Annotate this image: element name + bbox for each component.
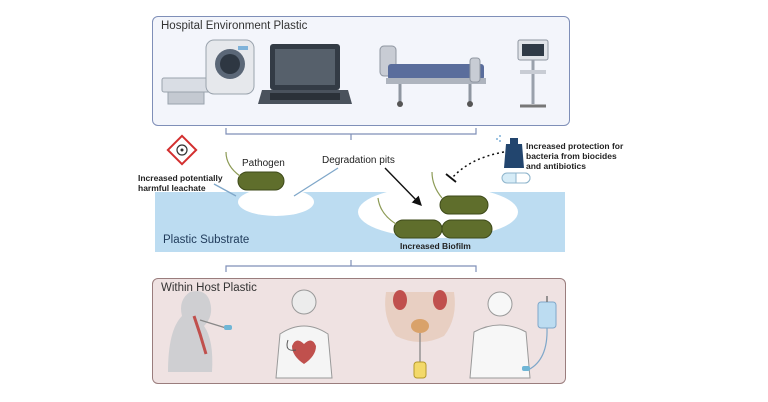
bacterium-icon bbox=[441, 219, 493, 239]
bottom-bracket bbox=[225, 260, 477, 272]
degradation-pit-small bbox=[238, 188, 314, 216]
degradation-pits-label: Degradation pits bbox=[322, 155, 395, 166]
pill-capsule-icon bbox=[501, 172, 531, 184]
leachate-pointer-line bbox=[213, 183, 237, 197]
spray-bottle-icon bbox=[496, 135, 524, 168]
hospital-environment-title: Hospital Environment Plastic bbox=[161, 20, 308, 32]
pit-pointer-line bbox=[293, 167, 339, 197]
heart-pacemaker-icon bbox=[275, 289, 333, 379]
monitor-stand-icon bbox=[517, 39, 549, 108]
biofilm-label: Increased Biofilm bbox=[400, 241, 471, 251]
pathogen-label: Pathogen bbox=[242, 158, 285, 169]
within-host-title: Within Host Plastic bbox=[161, 282, 257, 294]
urinary-catheter-icon bbox=[385, 290, 455, 379]
bacterium-icon bbox=[431, 171, 489, 215]
protection-inhibition-line bbox=[451, 151, 505, 179]
bacterium-icon bbox=[225, 151, 285, 191]
top-bracket bbox=[225, 128, 477, 140]
iv-drip-patient-icon bbox=[469, 291, 557, 379]
pit-arrow bbox=[384, 167, 422, 207]
intubated-patient-icon bbox=[168, 291, 232, 372]
protection-label: Increased protection for bacteria from b… bbox=[526, 141, 624, 171]
plastic-substrate-label: Plastic Substrate bbox=[163, 234, 250, 246]
biohazard-warning-icon bbox=[166, 134, 198, 166]
laptop-icon bbox=[258, 44, 352, 104]
ct-scanner-icon bbox=[161, 39, 255, 105]
hospital-bed-icon bbox=[379, 45, 486, 107]
leachate-label: Increased potentially harmful leachate bbox=[138, 173, 223, 193]
